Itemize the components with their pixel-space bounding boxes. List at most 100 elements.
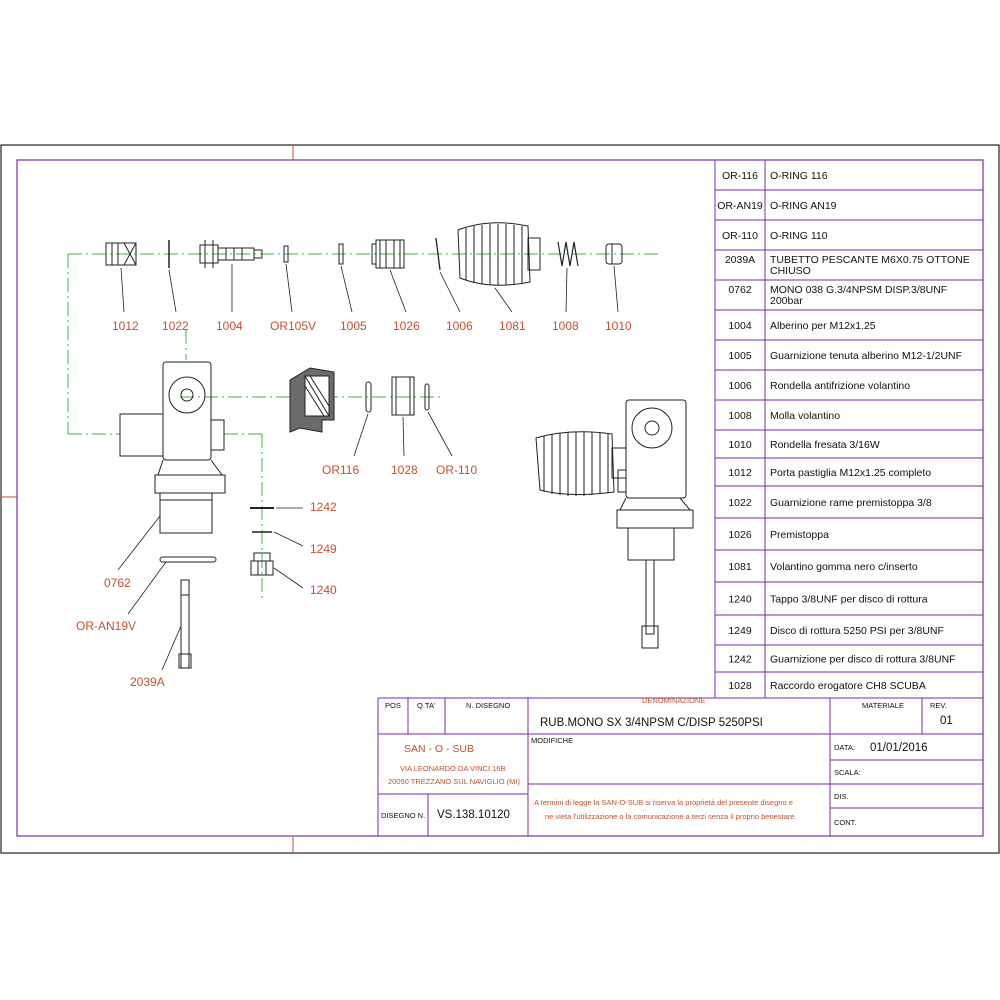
parts-row-code: 1004 (728, 320, 752, 332)
callout-1249: 1249 (310, 542, 337, 556)
parts-row-description: O-RING AN19 (770, 200, 837, 212)
header-rev: REV. (930, 701, 947, 710)
part-or-an19v-drawing (159, 556, 217, 563)
callout-1081: 1081 (499, 319, 526, 333)
title-block (377, 697, 984, 837)
parts-row-description: MONO 038 G.3/4NPSM DISP.3/8UNF (770, 284, 947, 296)
header-data: DATA: (834, 743, 855, 752)
header-disegno-n: DISEGNO N. (381, 811, 425, 820)
parts-row-code: 1249 (728, 625, 752, 637)
denominazione-value: RUB.MONO SX 3/4NPSM C/DISP 5250PSI (540, 717, 763, 729)
assembled-view-drawing (535, 399, 694, 649)
callout-1242: 1242 (310, 500, 337, 514)
callout-or-an19v: OR-AN19V (76, 619, 136, 633)
callout-1004: 1004 (216, 319, 243, 333)
parts-row-code: OR-116 (722, 170, 758, 182)
parts-row-description: Premistoppa (770, 529, 829, 541)
callout-0762: 0762 (104, 576, 131, 590)
parts-row-code: 2039A (725, 254, 755, 266)
data-value: 01/01/2016 (870, 742, 928, 754)
company-name: SAN - O - SUB (404, 743, 474, 755)
disclaimer-line-2: ne vieta l'utilizzazione o la comunicazi… (545, 812, 797, 821)
part-1081-drawing (457, 222, 541, 286)
company-address-2: 20090 TREZZANO SUL NAVIGLIO (MI) (388, 777, 520, 786)
part-1028-drawing (391, 376, 415, 416)
parts-row-description: Rondella antifrizione volantino (770, 380, 910, 392)
header-scala: SCALA: (834, 768, 861, 777)
outer-frame (0, 144, 1000, 854)
parts-row-description: TUBETTO PESCANTE M6X0.75 OTTONE (770, 254, 970, 266)
parts-row-description: Volantino gomma nero c/inserto (770, 561, 918, 573)
title-block-text: POS Q.TA' N. DISEGNO DENOMINAZIONE RUB.M… (381, 696, 953, 827)
disclaimer-line-1: A termini di legge la SAN-O-SUB si riser… (534, 798, 793, 807)
callout-1010: 1010 (605, 319, 632, 333)
part-2039a-drawing (178, 579, 192, 669)
callout-2039a: 2039A (130, 675, 165, 689)
parts-row-description: Porta pastiglia M12x1.25 completo (770, 467, 931, 479)
parts-row-description: Alberino per M12x1.25 (770, 320, 876, 332)
header-denominazione: DENOMINAZIONE (642, 696, 705, 705)
parts-row-code: 1010 (728, 439, 752, 451)
part-or105v-drawing (283, 245, 289, 263)
callout-1012: 1012 (112, 319, 139, 333)
parts-row-description: Rondella fresata 3/16W (770, 439, 880, 451)
parts-row-description: Disco di rottura 5250 PSI per 3/8UNF (770, 625, 944, 637)
part-1010-drawing (605, 243, 623, 265)
part-1012-drawing (105, 242, 137, 266)
exploded-view: 1012 1022 1004 OR105V 1005 1026 1006 108… (67, 222, 694, 689)
header-pos: POS (385, 701, 401, 710)
header-materiale: MATERIALE (862, 701, 904, 710)
header-cont: CONT. (834, 818, 857, 827)
callout-1026: 1026 (393, 319, 420, 333)
parts-row-description: Tappo 3/8UNF per disco di rottura (770, 594, 928, 606)
callout-1240: 1240 (310, 583, 337, 597)
parts-row-code: 1022 (728, 497, 752, 509)
parts-row-code: 1005 (728, 350, 752, 362)
parts-row-code: 1012 (728, 467, 752, 479)
parts-row-description-line2: CHIUSO (770, 265, 811, 277)
parts-row-code: 1008 (728, 410, 752, 422)
part-1005-drawing (338, 243, 344, 265)
callout-1008: 1008 (552, 319, 579, 333)
parts-row-description: O-RING 110 (770, 230, 828, 242)
parts-row-code: 1006 (728, 380, 752, 392)
callout-labels: 1012 1022 1004 OR105V 1005 1026 1006 108… (76, 319, 632, 689)
part-1006-drawing (435, 237, 441, 271)
parts-row-description-line2: 200bar (770, 295, 803, 307)
callout-1022: 1022 (162, 319, 189, 333)
parts-row-code: 1242 (728, 654, 752, 666)
callout-1006: 1006 (446, 319, 473, 333)
callout-or116: OR116 (322, 463, 359, 477)
parts-row-description: Guarnizione tenuta alberino M12-1/2UNF (770, 350, 962, 362)
part-1240-drawing (250, 552, 274, 576)
part-or-110-drawing (424, 383, 430, 411)
header-n-disegno: N. DISEGNO (466, 701, 510, 710)
parts-row-code: 1240 (728, 594, 752, 606)
part-1026-drawing (371, 239, 405, 269)
part-1008-drawing (557, 241, 579, 267)
parts-row-description: O-RING 116 (770, 170, 828, 182)
callout-or-110: OR-110 (436, 463, 477, 477)
part-1004-drawing (199, 240, 263, 268)
header-qta: Q.TA' (417, 701, 436, 710)
parts-row-description: Guarnizione per disco di rottura 3/8UNF (770, 654, 956, 666)
section-detail-drawing (289, 367, 335, 433)
leader-lines (117, 263, 619, 671)
valve-body-0762-drawing (119, 361, 226, 534)
parts-row-description: Molla volantino (770, 410, 840, 422)
parts-row-description: Raccordo erogatore CH8 SCUBA (770, 680, 926, 692)
parts-row-description: Guarnizione rame premistoppa 3/8 (770, 497, 932, 509)
callout-1028: 1028 (391, 463, 418, 477)
company-address-1: VIA LEONARDO DA VINCI 16B (400, 764, 505, 773)
callout-or105v: OR105V (270, 319, 316, 333)
parts-row-code: 0762 (728, 284, 752, 296)
parts-row-code: OR-AN19 (717, 200, 763, 212)
callout-1005: 1005 (340, 319, 367, 333)
header-modifiche: MODIFICHE (531, 736, 573, 745)
parts-row-code: 1026 (728, 529, 752, 541)
parts-row-code: OR-110 (722, 230, 758, 242)
part-or116-drawing (365, 381, 372, 413)
header-dis: DIS. (834, 792, 849, 801)
